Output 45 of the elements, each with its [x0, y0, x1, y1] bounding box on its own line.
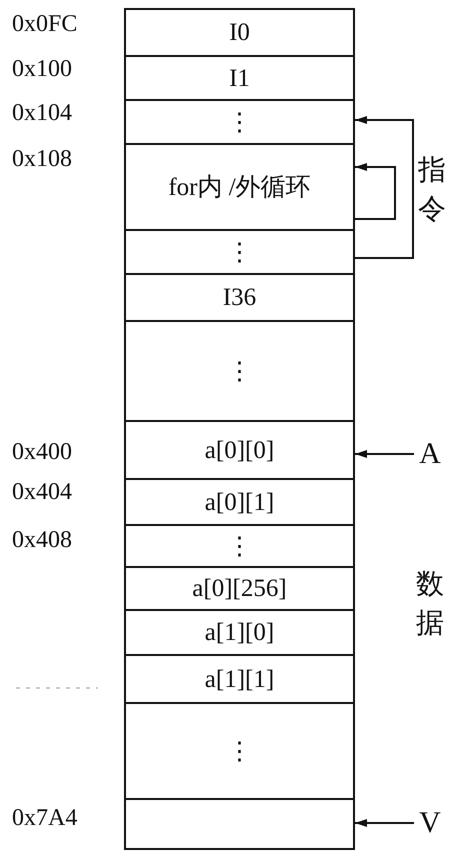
- cell-text: ⋮: [227, 358, 252, 384]
- cell-text: ⋮: [227, 240, 252, 264]
- memory-cell: [124, 654, 355, 704]
- address-label: 0x404: [12, 480, 72, 504]
- cell-text: a[1][0]: [204, 620, 274, 645]
- memory-cell: [124, 273, 355, 322]
- cell-text: a[0][256]: [192, 576, 287, 601]
- address-label: 0x400: [12, 440, 72, 464]
- arrow: [355, 163, 396, 220]
- arrow: [355, 116, 414, 259]
- cell-text: a[1][1]: [204, 666, 274, 692]
- cell-text: I0: [229, 20, 250, 45]
- address-label: 0x104: [12, 101, 72, 125]
- memory-cell: [124, 566, 355, 611]
- arrow: [355, 819, 414, 827]
- memory-cell: [124, 524, 355, 568]
- memory-cell: [124, 702, 355, 800]
- address-label: 0x408: [12, 528, 72, 552]
- memory-cell: [124, 798, 355, 850]
- cell-text: a[0][0]: [204, 438, 274, 462]
- memory-cell: [124, 478, 355, 526]
- memory-cell: [124, 55, 355, 101]
- memory-cell: [124, 143, 355, 231]
- cell-text: for内 /外循环: [168, 174, 311, 200]
- pointer-name: A: [419, 439, 441, 469]
- pointer-name: V: [419, 808, 441, 838]
- memory-cell: [124, 99, 355, 145]
- cell-text: ⋮: [227, 110, 252, 134]
- address-label: 0x100: [12, 57, 72, 81]
- address-label: 0x108: [12, 147, 72, 171]
- cell-text: ⋮: [227, 534, 252, 558]
- cell-text: ⋮: [227, 738, 252, 764]
- memory-cell: [124, 420, 355, 480]
- cell-text: I1: [229, 66, 250, 90]
- cell-text: I36: [222, 285, 256, 310]
- memory-cell: [124, 229, 355, 275]
- arrow: [355, 450, 414, 458]
- memory-cell: [124, 609, 355, 656]
- address-label: 0x0FC: [12, 12, 78, 36]
- memory-cell: [124, 320, 355, 422]
- address-label: 0x7A4: [12, 806, 78, 830]
- section-label: 数据: [416, 566, 444, 642]
- cell-text: a[0][1]: [204, 490, 274, 514]
- memory-cell: [124, 8, 355, 57]
- section-label: 指令: [418, 152, 446, 228]
